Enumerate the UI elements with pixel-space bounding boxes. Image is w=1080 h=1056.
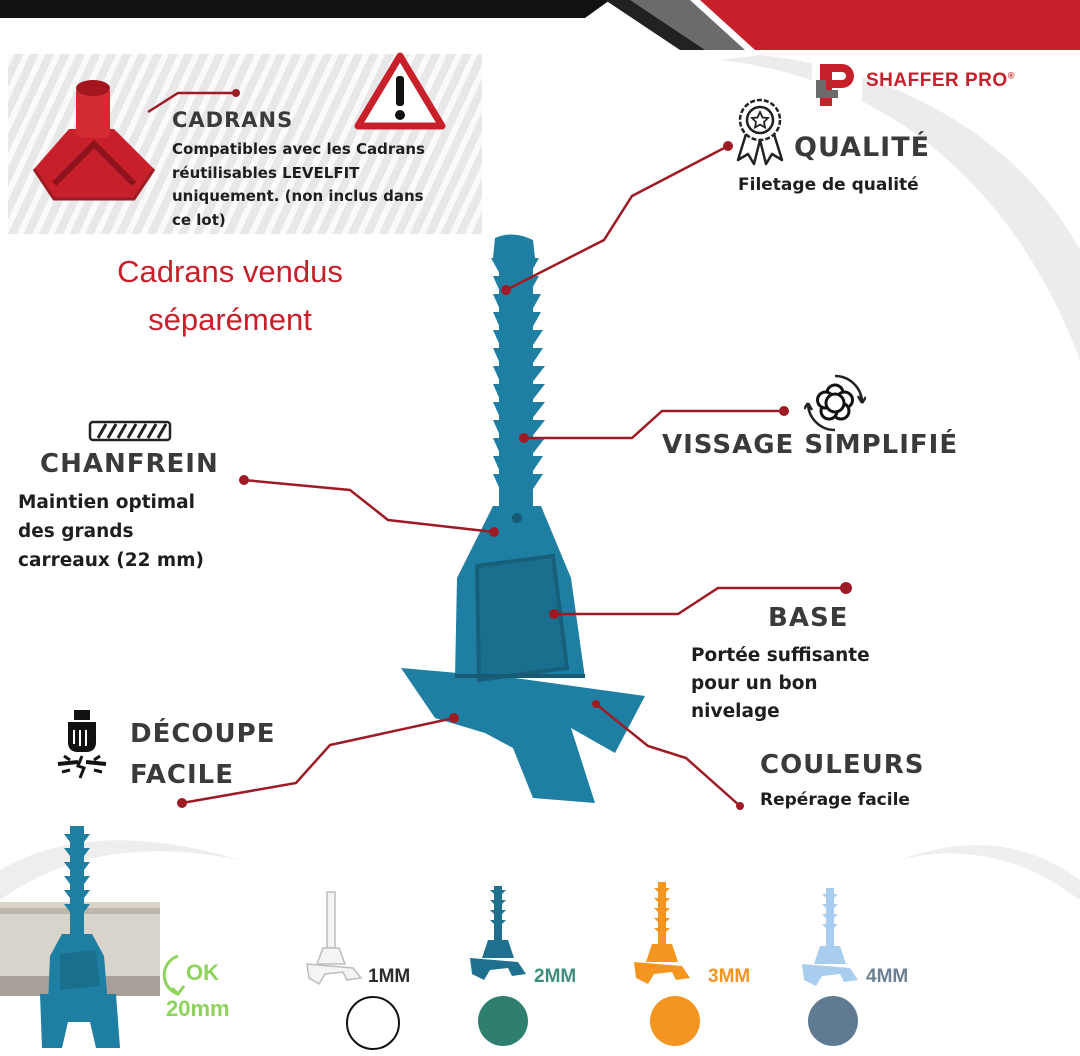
sold-separately-line: séparément (148, 302, 312, 337)
leader-line-chanfrein (243, 478, 495, 534)
decoupe-title-line: FACILE (130, 760, 234, 790)
leader-line-decoupe (181, 716, 455, 805)
brand-logo-icon (812, 60, 862, 110)
color-swatch-4mm (808, 996, 858, 1046)
leader-line-base (554, 586, 846, 616)
decoupe-title-line: DÉCOUPE (130, 719, 276, 749)
vissage-title: VISSAGE SIMPLIFIÉ (662, 430, 959, 460)
top-red-band (700, 0, 1080, 50)
couleurs-description: Repérage facile (760, 790, 910, 810)
leader-line-vissage (524, 409, 784, 440)
brand-name: SHAFFER PRO® (866, 70, 1015, 92)
brand-name-text: SHAFFER PRO (866, 70, 1008, 91)
cadrans-desc-line: ce lot) (172, 210, 226, 229)
cutting-hand-icon (57, 710, 107, 779)
chanfrein-desc-line: Maintien optimal (18, 492, 195, 513)
couleurs-title: COULEURS (760, 750, 925, 780)
size-label-3mm: 3MM (708, 966, 751, 987)
award-ribbon-icon (736, 98, 784, 166)
chanfrein-desc-line: carreaux (22 mm) (18, 550, 204, 571)
qualite-title: QUALITÉ (794, 132, 931, 163)
warning-icon (354, 52, 446, 130)
main-leveling-spike-image (401, 234, 645, 803)
base-description: Portée suffisante pour un bon nivelage (691, 642, 931, 726)
size-label-1mm: 1MM (368, 966, 411, 987)
base-title: BASE (768, 603, 849, 633)
swoosh-right (720, 55, 1080, 360)
color-swatch-3mm (650, 996, 700, 1046)
brand-registered-mark: ® (1007, 70, 1015, 81)
top-black-band (0, 0, 610, 18)
swoosh-left-bottom (0, 840, 240, 900)
chanfrein-title: CHANFREIN (40, 449, 219, 479)
leader-line-couleurs (595, 703, 741, 807)
chanfrein-desc-line: des grands (18, 521, 134, 542)
base-desc-line: pour un bon (691, 673, 818, 694)
red-cap-image (32, 80, 156, 201)
decoupe-title: DÉCOUPE FACILE (130, 714, 350, 796)
top-grey-stripe (625, 0, 745, 50)
base-desc-line: Portée suffisante (691, 645, 870, 666)
cadrans-description: Compatibles avec les Cadrans réutilisabl… (172, 138, 472, 232)
hatched-bar-icon (88, 420, 172, 442)
spike-variant-4mm-image (802, 888, 858, 986)
checkmark-arrow-icon (162, 954, 186, 997)
base-desc-line: nivelage (691, 701, 780, 722)
spike-variant-1mm-image (306, 891, 363, 986)
ok-label: OK (186, 960, 219, 985)
size-label-4mm: 4MM (866, 966, 909, 987)
cadrans-title: CADRANS (172, 108, 294, 132)
leader-line-qualite (505, 144, 729, 292)
size-label-2mm: 2MM (534, 966, 577, 987)
cadrans-desc-line: réutilisables LEVELFIT (172, 163, 360, 182)
rotate-flower-icon (804, 374, 866, 432)
color-swatch-2mm (478, 996, 528, 1046)
tile-photo-image (0, 826, 160, 1048)
swoosh-right-bottom (900, 845, 1080, 900)
sold-separately-note: Cadrans vendus séparément (50, 248, 410, 344)
top-dark-stripe (605, 0, 705, 50)
spike-variant-3mm-image (634, 882, 690, 984)
chanfrein-description: Maintien optimal des grands carreaux (22… (18, 488, 258, 575)
leader-line-cadrans (147, 91, 236, 114)
ok-size-label: 20mm (166, 996, 230, 1021)
sold-separately-line: Cadrans vendus (117, 254, 343, 289)
cadrans-desc-line: uniquement. (non inclus dans (172, 187, 424, 205)
spike-variant-2mm-image (470, 886, 526, 980)
color-swatch-1mm (346, 996, 400, 1050)
qualite-description: Filetage de qualité (738, 175, 919, 195)
cadrans-desc-line: Compatibles avec les Cadrans (172, 140, 425, 158)
